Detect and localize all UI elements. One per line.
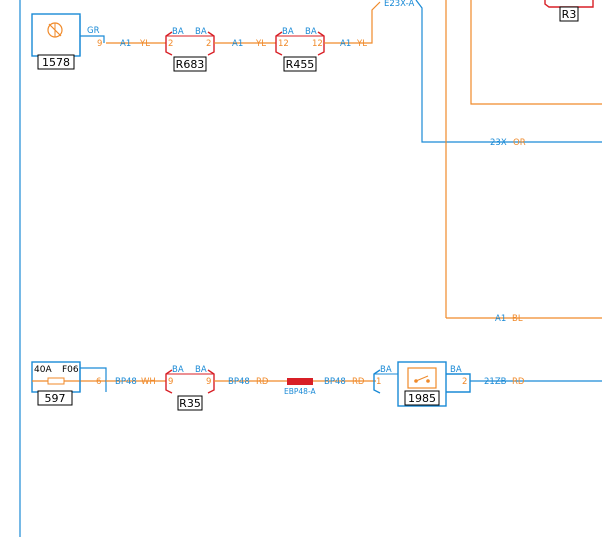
wire-a1-bl-name: A1 (495, 314, 506, 324)
pin-1578: 9 (97, 39, 102, 49)
r35-type-left: BA (172, 365, 184, 375)
wire-bp48-2-color: RD (256, 377, 269, 387)
wire-a1-2-color: YL (255, 39, 266, 49)
fuse-597-pin: 6 (96, 377, 101, 387)
wire-bp48-1-color: WH (141, 377, 156, 387)
fuse-597-rating: 40A (34, 365, 52, 375)
splice-label: EBP48-A (284, 387, 316, 396)
wire-23x-color: OR (513, 138, 526, 148)
wire-a1-segment-3[interactable] (324, 1, 381, 44)
wire-a1-bl-color: BL (512, 314, 523, 324)
r455-pin-right: 12 (312, 39, 323, 49)
connector-r3[interactable]: R3 (544, 0, 594, 22)
component-1578[interactable]: 1578 (31, 13, 81, 70)
wire-bp48-2-name: BP48 (228, 377, 250, 387)
c1985-type-left: BA (380, 365, 392, 375)
wire-bp48-1-name: BP48 (115, 377, 137, 387)
orange-line-to-r3 (470, 0, 602, 105)
r455-pin-left: 12 (278, 39, 289, 49)
fuse-597[interactable]: 40A F06 597 (31, 361, 106, 406)
wire-a1-1-color: YL (139, 39, 150, 49)
r683-pin-right: 2 (206, 39, 211, 49)
wire-a1-3-name: A1 (340, 39, 351, 49)
switch-icon (414, 375, 430, 383)
wire-23x-or[interactable] (415, 0, 602, 143)
r683-type-left: BA (172, 27, 184, 37)
r35-label: R35 (179, 397, 201, 410)
r35-type-right: BA (195, 365, 207, 375)
wire-a1-2-name: A1 (232, 39, 243, 49)
wire-bp48-3-name: BP48 (324, 377, 346, 387)
relay-icon (47, 22, 63, 38)
r35-pin-right: 9 (206, 377, 211, 387)
r3-label: R3 (562, 8, 577, 21)
r35-pin-left: 9 (168, 377, 173, 387)
r683-pin-left: 2 (168, 39, 173, 49)
fuse-597-fuse: F06 (62, 365, 79, 375)
wire-21zb-color: RD (512, 377, 525, 387)
r683-label: R683 (176, 58, 205, 71)
wire-23x-name: 23X (490, 138, 507, 148)
connector-r683[interactable]: BA BA 2 2 R683 (165, 27, 215, 72)
r455-type-right: BA (305, 27, 317, 37)
top-label-e23x: E23X-A (384, 0, 414, 9)
r455-label: R455 (286, 58, 315, 71)
r683-type-right: BA (195, 27, 207, 37)
component-1578-label: 1578 (42, 56, 70, 69)
wire-a1-3-color: YL (356, 39, 367, 49)
c1985-pin-left: 1 (376, 377, 381, 387)
component-1985[interactable]: BA 1 1985 BA 2 (373, 361, 471, 407)
c1985-pin-right: 2 (462, 377, 467, 387)
connector-r35[interactable]: BA BA 9 9 R35 (165, 365, 215, 411)
fuse-icon (47, 377, 65, 385)
c1985-label: 1985 (408, 392, 436, 405)
fuse-597-label: 597 (45, 392, 66, 405)
wire-21zb-name: 21ZB (484, 377, 507, 387)
c1985-type-right: BA (450, 365, 462, 375)
wire-gr-color: GR (87, 26, 100, 36)
splice-ebp48-a[interactable] (287, 378, 313, 385)
wire-bp48-3-color: RD (352, 377, 365, 387)
connector-r455[interactable]: BA BA 12 12 R455 (275, 27, 325, 72)
r455-type-left: BA (282, 27, 294, 37)
wire-a1-1-name: A1 (120, 39, 131, 49)
